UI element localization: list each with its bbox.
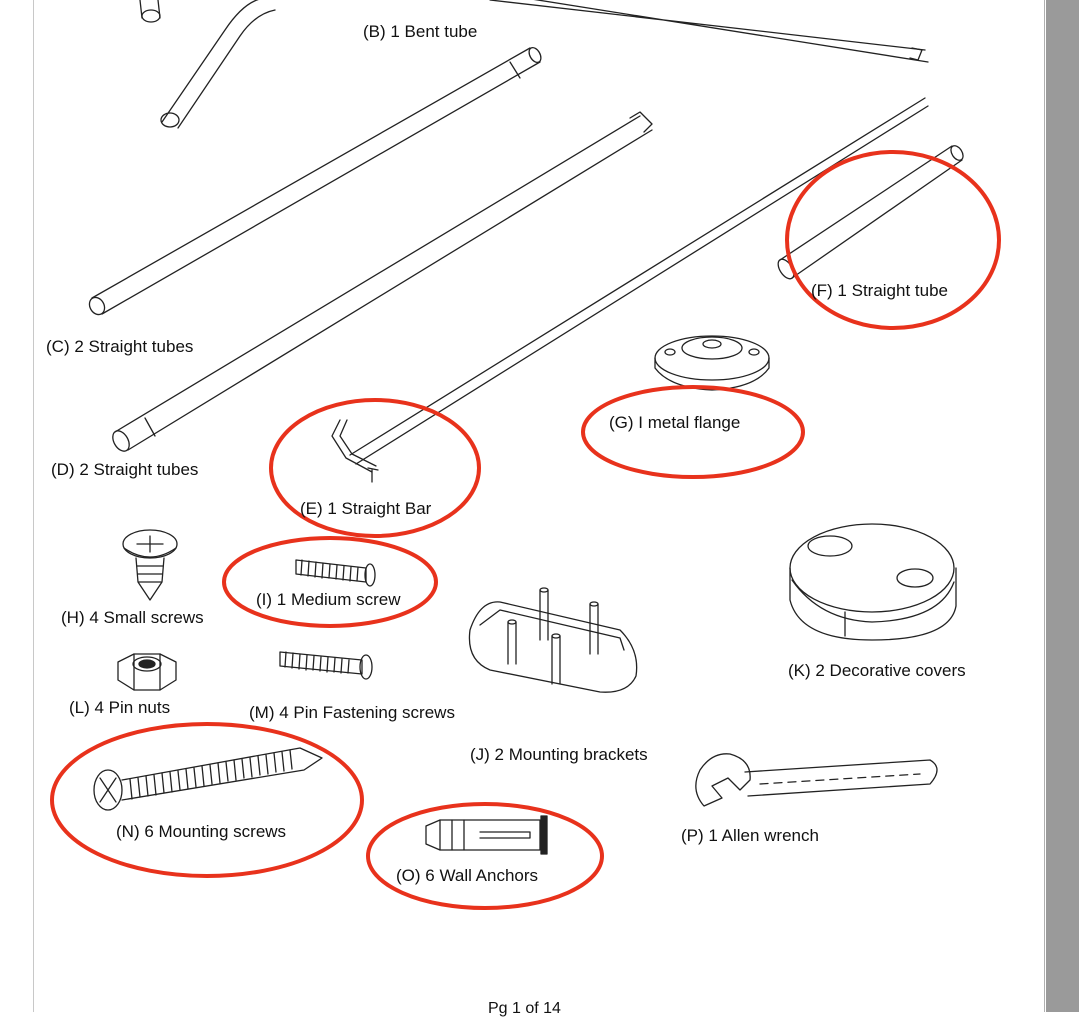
part-d-straight-tube-drawing xyxy=(112,111,653,452)
viewer-background xyxy=(1046,0,1079,1012)
part-m-label: (M) 4 Pin Fastening screws xyxy=(249,703,455,722)
part-j-mounting-bracket-drawing xyxy=(468,587,638,693)
part-h-small-screw-drawing xyxy=(122,529,178,601)
part-k-label: (K) 2 Decorative covers xyxy=(788,661,966,680)
part-j-label: (J) 2 Mounting brackets xyxy=(470,745,648,764)
part-i-medium-screw-drawing xyxy=(295,559,376,587)
highlight-circle-part-i xyxy=(222,536,438,628)
document-page xyxy=(33,0,1045,1012)
part-p-wrench-drawing xyxy=(695,753,938,807)
part-m-pin-fastening-screw-drawing xyxy=(279,651,373,680)
highlight-circle-part-g xyxy=(581,385,805,479)
part-l-pin-nut-drawing xyxy=(117,653,177,691)
part-n-mounting-screw-drawing xyxy=(93,747,323,811)
part-d-label: (D) 2 Straight tubes xyxy=(51,460,199,479)
part-f-straight-tube-drawing xyxy=(777,145,964,280)
part-i-label: (I) 1 Medium screw xyxy=(256,590,401,609)
part-h-label: (H) 4 Small screws xyxy=(61,608,204,627)
part-k-decorative-cover-drawing xyxy=(789,523,957,641)
part-b-label: (B) 1 Bent tube xyxy=(363,22,478,41)
part-o-label: (O) 6 Wall Anchors xyxy=(396,866,539,885)
part-f-label: (F) 1 Straight tube xyxy=(811,281,949,300)
page-number-footer: Pg 1 of 14 xyxy=(488,1000,561,1017)
part-c-label: (C) 2 Straight tubes xyxy=(46,337,194,356)
highlight-circle-part-f xyxy=(785,150,1001,330)
part-g-label: (G) I metal flange xyxy=(609,413,741,432)
part-g-flange-drawing xyxy=(654,335,770,391)
highlight-circle-part-o xyxy=(366,802,604,910)
part-o-wall-anchor-drawing xyxy=(425,815,548,855)
part-c-straight-tube-drawing xyxy=(88,46,542,316)
part-l-label: (L) 4 Pin nuts xyxy=(69,698,171,717)
part-p-label: (P) 1 Allen wrench xyxy=(681,826,819,845)
part-n-label: (N) 6 Mounting screws xyxy=(116,822,287,841)
page-left-edge xyxy=(33,0,34,1012)
part-e-label: (E) 1 Straight Bar xyxy=(300,499,432,518)
page-right-edge xyxy=(1044,0,1045,1012)
highlight-circle-part-n xyxy=(50,722,364,878)
highlight-circle-part-e xyxy=(269,398,481,538)
part-b-bent-tube-drawing xyxy=(139,0,929,129)
